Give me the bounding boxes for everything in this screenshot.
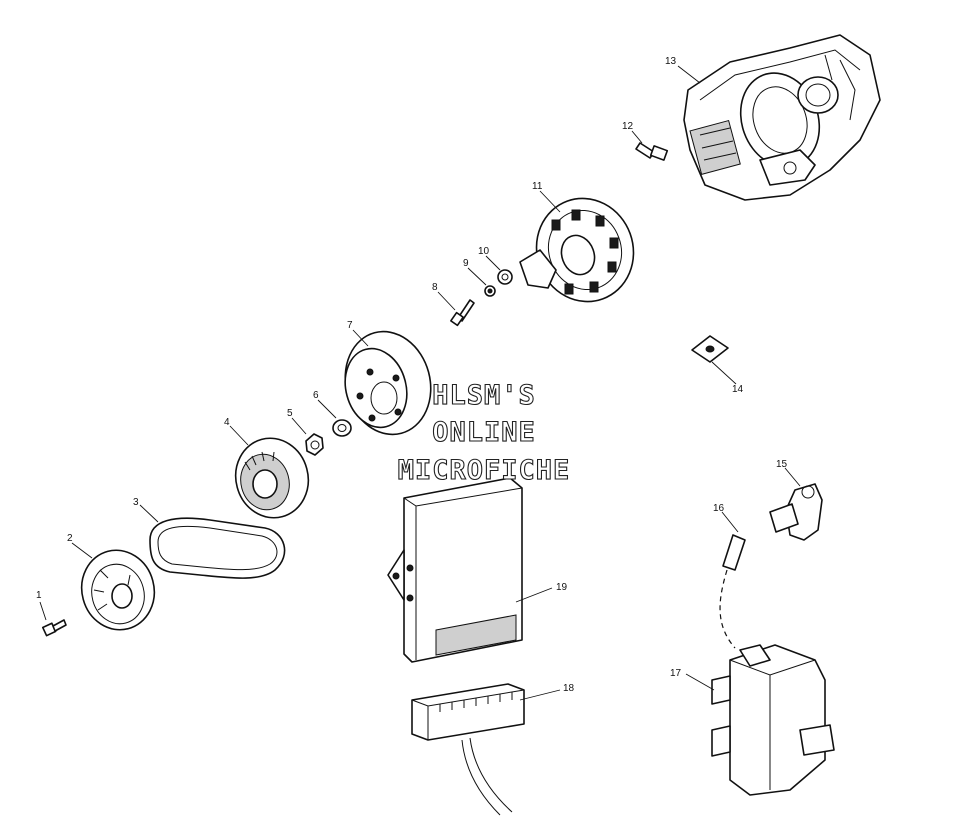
watermark-line-2: ONLINE bbox=[432, 417, 536, 448]
callout-4: 4 bbox=[224, 417, 230, 428]
watermark: HLSM'S ONLINE MICROFICHE bbox=[397, 379, 571, 486]
part-4-drive-pulley[interactable] bbox=[227, 430, 317, 526]
leader-lines bbox=[39, 65, 801, 701]
callout-1: 1 bbox=[36, 590, 42, 601]
part-15-spark-plug-cap[interactable] bbox=[769, 483, 823, 541]
part-6-washer[interactable] bbox=[332, 419, 352, 437]
part-17-ignition-coil[interactable] bbox=[711, 644, 835, 796]
part-16-spark-plug-wire[interactable] bbox=[719, 534, 746, 649]
part-10-washer[interactable] bbox=[497, 269, 513, 285]
callout-8: 8 bbox=[432, 282, 438, 293]
part-7-flywheel[interactable] bbox=[334, 322, 442, 444]
part-3-belt[interactable] bbox=[149, 517, 286, 579]
part-18-connector[interactable] bbox=[411, 683, 525, 816]
part-9-lockwasher[interactable] bbox=[484, 285, 496, 297]
callout-2: 2 bbox=[67, 533, 73, 544]
part-13-magneto-housing[interactable] bbox=[683, 34, 881, 201]
callout-3: 3 bbox=[133, 497, 139, 508]
callout-13: 13 bbox=[665, 56, 677, 67]
callout-12: 12 bbox=[622, 121, 634, 132]
callout-18: 18 bbox=[563, 683, 575, 694]
part-19-cdi-box[interactable] bbox=[387, 477, 523, 663]
part-12-bolt[interactable] bbox=[635, 142, 669, 161]
callout-labels: 1 2 3 4 5 6 7 8 9 10 11 12 13 14 15 16 1… bbox=[36, 56, 788, 694]
callout-6: 6 bbox=[313, 390, 319, 401]
callout-19: 19 bbox=[556, 582, 568, 593]
callout-11: 11 bbox=[532, 181, 543, 192]
callout-16: 16 bbox=[713, 503, 725, 514]
part-2-driven-pulley[interactable] bbox=[73, 542, 163, 638]
part-14-clip[interactable] bbox=[691, 335, 729, 363]
watermark-line-1: HLSM'S bbox=[432, 380, 536, 411]
callout-5: 5 bbox=[287, 408, 293, 419]
callout-9: 9 bbox=[463, 258, 469, 269]
callout-17: 17 bbox=[670, 668, 682, 679]
part-11-stator[interactable] bbox=[519, 185, 648, 316]
part-1-bolt[interactable] bbox=[41, 619, 67, 637]
callout-10: 10 bbox=[478, 246, 490, 257]
watermark-line-3: MICROFICHE bbox=[398, 455, 571, 486]
callout-7: 7 bbox=[347, 320, 353, 331]
callout-15: 15 bbox=[776, 459, 788, 470]
part-5-nut[interactable] bbox=[305, 433, 324, 456]
part-8-bolt[interactable] bbox=[450, 299, 475, 327]
callout-14: 14 bbox=[732, 384, 744, 395]
